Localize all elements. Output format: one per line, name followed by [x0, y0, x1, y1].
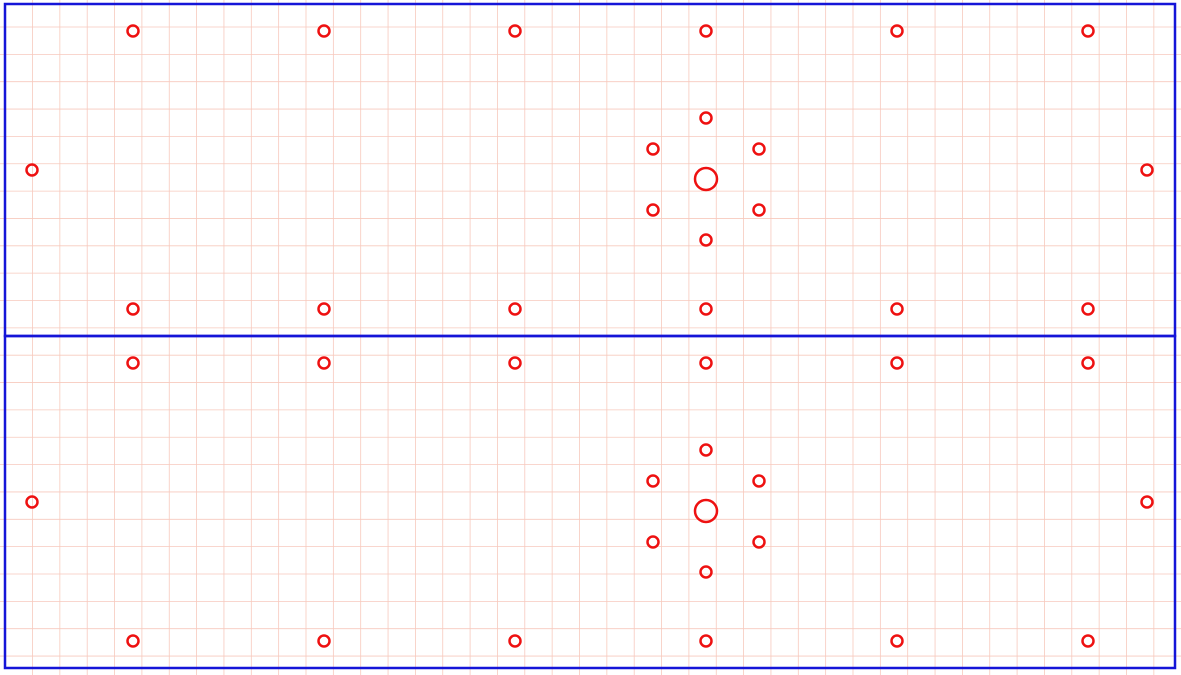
hole-top-row [699, 356, 713, 370]
hole-left-edge [25, 163, 39, 177]
hole-left-edge [25, 495, 39, 509]
lower-panel [3, 334, 1177, 670]
hole-cluster [752, 474, 766, 488]
hole-top-row [890, 24, 904, 38]
hole-bottom-row [508, 634, 522, 648]
hole-bottom-row [1081, 302, 1095, 316]
hole-top-row [699, 24, 713, 38]
hole-center-large [693, 498, 719, 524]
hole-top-row [890, 356, 904, 370]
hole-bottom-row [126, 634, 140, 648]
hole-right-edge [1140, 163, 1154, 177]
hole-top-row [508, 356, 522, 370]
hole-cluster [699, 565, 713, 579]
hole-bottom-row [890, 634, 904, 648]
hole-top-row [126, 24, 140, 38]
hole-top-row [317, 24, 331, 38]
hole-top-row [1081, 24, 1095, 38]
hole-bottom-row [317, 302, 331, 316]
hole-bottom-row [508, 302, 522, 316]
hole-cluster [699, 111, 713, 125]
hole-cluster [646, 535, 660, 549]
hole-bottom-row [126, 302, 140, 316]
hole-bottom-row [890, 302, 904, 316]
hole-bottom-row [699, 634, 713, 648]
hole-top-row [1081, 356, 1095, 370]
hole-cluster [646, 474, 660, 488]
hole-center-large [693, 166, 719, 192]
hole-cluster [699, 443, 713, 457]
panel-outline [3, 334, 1177, 670]
hole-bottom-row [699, 302, 713, 316]
hole-right-edge [1140, 495, 1154, 509]
hole-cluster [752, 203, 766, 217]
hole-bottom-row [317, 634, 331, 648]
hole-cluster [752, 142, 766, 156]
hole-cluster [646, 142, 660, 156]
hole-top-row [317, 356, 331, 370]
hole-top-row [508, 24, 522, 38]
panels [3, 2, 1177, 670]
hole-cluster [752, 535, 766, 549]
hole-bottom-row [1081, 634, 1095, 648]
hole-cluster [699, 233, 713, 247]
hole-cluster [646, 203, 660, 217]
hole-top-row [126, 356, 140, 370]
